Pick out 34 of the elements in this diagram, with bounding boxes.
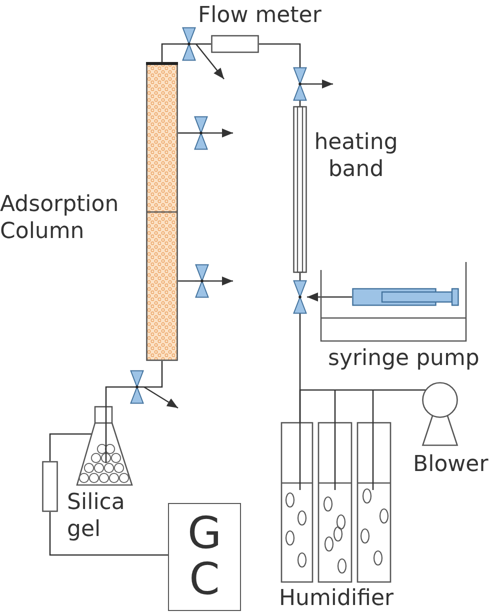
syringe-icon bbox=[352, 288, 459, 306]
instrument-frame bbox=[168, 503, 241, 611]
vent-arrow bbox=[307, 80, 333, 88]
vent-arrow bbox=[144, 386, 178, 409]
valve-icon bbox=[293, 67, 307, 101]
column-label: Adsorption Column bbox=[0, 191, 120, 245]
pipe-line bbox=[144, 361, 163, 388]
valve-icon bbox=[130, 370, 144, 404]
pipe-line bbox=[259, 43, 301, 67]
syringe-pump-label: syringe pump bbox=[328, 345, 480, 372]
silica-gel-label: Silica gel bbox=[67, 489, 126, 543]
humidifier-label: Humidifier bbox=[279, 585, 394, 612]
pipe-line bbox=[299, 314, 301, 422]
blower-label: Blower bbox=[413, 451, 488, 478]
pipe-line bbox=[178, 132, 194, 134]
tube-symbol bbox=[42, 461, 58, 512]
pipe-line bbox=[178, 280, 195, 282]
vent-arrow bbox=[209, 276, 233, 286]
valve-icon bbox=[182, 27, 196, 61]
pipe-line bbox=[49, 433, 92, 461]
feed-arrow bbox=[307, 292, 352, 302]
instrument-label: G C bbox=[187, 511, 222, 603]
pipe-line bbox=[49, 512, 168, 556]
pipe-line bbox=[161, 43, 182, 62]
vent-arrow bbox=[196, 44, 224, 80]
vent-arrow bbox=[208, 128, 233, 138]
pipe-line bbox=[196, 43, 211, 45]
pipe-line bbox=[105, 386, 130, 406]
heating-band-label: heating band bbox=[313, 129, 399, 183]
valve-icon bbox=[194, 116, 208, 150]
valve-icon bbox=[293, 280, 307, 314]
valve-icon bbox=[195, 264, 209, 298]
flow-meter-label: Flow meter bbox=[198, 2, 322, 29]
pipe-line bbox=[299, 389, 426, 423]
